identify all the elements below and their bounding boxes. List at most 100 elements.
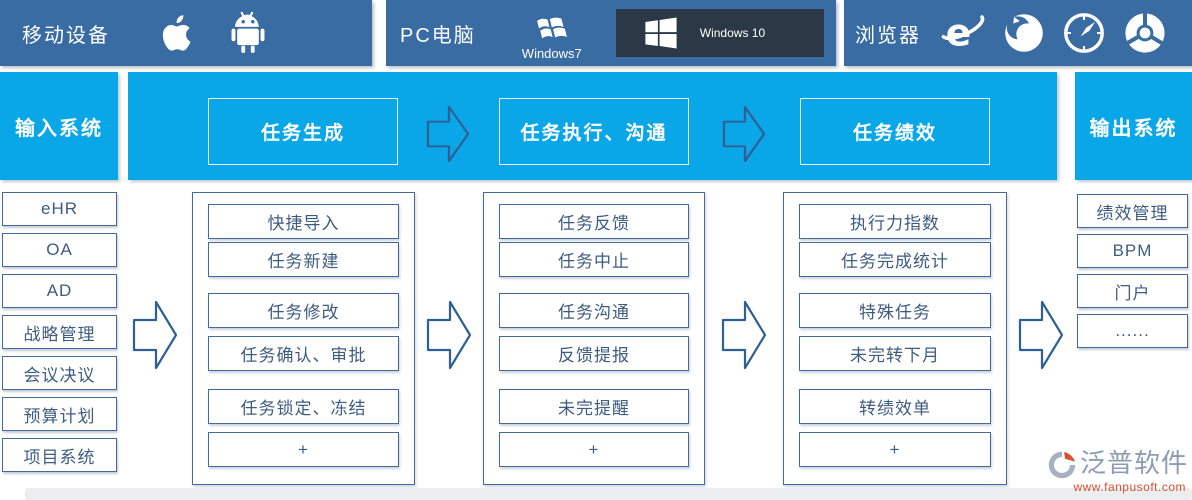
stage-header-task-generation: 任务生成	[208, 98, 398, 165]
stage-column-task-performance: 执行力指数 任务完成统计 特殊任务 未完转下月 转绩效单 +	[783, 192, 1007, 485]
input-item-label: 预算计划	[23, 406, 96, 426]
output-system-list: 绩效管理 BPM 门户 ......	[1077, 194, 1188, 354]
mobile-section: 移动设备	[0, 0, 372, 66]
android-icon	[222, 7, 274, 59]
pc-label: PC电脑	[400, 24, 476, 47]
stage-item-label: 未完转下月	[850, 346, 940, 365]
stage-item-label: +	[889, 439, 901, 459]
input-system-list: eHR OA AD 战略管理 会议决议 预算计划 项目系统	[2, 192, 117, 479]
input-item-label: 会议决议	[23, 365, 96, 385]
stage-item: 反馈提报	[499, 336, 689, 371]
stage-header-task-performance: 任务绩效	[800, 98, 990, 165]
stage-header-task-execution: 任务执行、沟通	[499, 98, 689, 165]
stage-item: 任务新建	[208, 242, 399, 277]
stage-item-label: 任务锁定、冻结	[240, 399, 367, 418]
flow-arrow-icon	[722, 105, 766, 163]
stage-item: 快捷导入	[208, 204, 399, 239]
stage-column-task-generation: 快捷导入 任务新建 任务修改 任务确认、审批 任务锁定、冻结 +	[192, 192, 415, 485]
stage-item-label: 任务修改	[267, 303, 340, 322]
flow-arrow-icon	[426, 105, 470, 163]
windows7-icon	[532, 10, 572, 48]
ie-icon: e	[937, 8, 987, 58]
input-item-label: 项目系统	[23, 447, 96, 467]
stage-item: 任务沟通	[499, 293, 689, 328]
stage-item-label: 特殊任务	[859, 303, 931, 322]
output-system-header-label: 输出系统	[1089, 117, 1178, 140]
output-item-label: 门户	[1114, 283, 1151, 303]
stage-item: 任务锁定、冻结	[208, 389, 399, 424]
input-item-label: 战略管理	[23, 324, 96, 344]
stage-item-label: 任务中止	[558, 252, 630, 271]
windows7-caption: Windows7	[521, 45, 582, 61]
input-system-item: 预算计划	[2, 397, 117, 431]
stage-item-label: 转绩效单	[859, 399, 931, 418]
brand-logo: 泛普软件 www.fanpusoft.com	[1046, 449, 1188, 494]
flow-arrow-icon	[426, 300, 472, 370]
windows7-logo: Windows7	[522, 10, 582, 61]
flow-arrow-icon	[721, 300, 767, 370]
input-system-header-label: 输入系统	[15, 117, 103, 140]
output-system-item: ......	[1077, 314, 1188, 348]
output-item-label: ......	[1115, 321, 1150, 340]
stage-item: 任务确认、审批	[208, 336, 399, 371]
chrome-icon	[1121, 9, 1169, 57]
input-item-label: AD	[46, 281, 73, 300]
stage-item: 任务修改	[208, 293, 399, 328]
browser-section: 浏览器 e	[844, 0, 1192, 66]
footer-band	[25, 488, 1192, 500]
stage-item: 特殊任务	[799, 293, 991, 328]
stage-item-label: 执行力指数	[850, 214, 940, 233]
stage-item-add: +	[499, 432, 689, 467]
input-item-label: OA	[46, 240, 73, 259]
stage-column-task-execution: 任务反馈 任务中止 任务沟通 反馈提报 未完提醒 +	[483, 192, 705, 485]
stage-item-label: +	[588, 439, 600, 459]
windows10-label: Windows 10	[699, 26, 766, 40]
input-system-item: 项目系统	[2, 438, 117, 472]
stage-item-label: 任务沟通	[558, 303, 630, 322]
firefox-icon	[1001, 10, 1047, 56]
input-system-header: 输入系统	[0, 72, 118, 180]
flow-arrow-icon	[132, 300, 178, 370]
input-system-item: 会议决议	[2, 356, 117, 390]
input-system-item: eHR	[2, 192, 117, 226]
windows10-icon	[644, 16, 678, 50]
stage-item-label: 快捷导入	[267, 214, 340, 233]
output-system-item: BPM	[1077, 234, 1188, 268]
brand-logo-icon	[1046, 449, 1078, 483]
stage-item: 执行力指数	[799, 204, 991, 239]
stage-header-label: 任务绩效	[852, 123, 937, 144]
stage-item-label: 反馈提报	[558, 346, 630, 365]
stage-item-add: +	[799, 432, 991, 467]
stage-header-label: 任务执行、沟通	[520, 123, 668, 144]
apple-icon	[154, 10, 200, 56]
flow-arrow-icon	[1018, 300, 1064, 370]
output-item-label: 绩效管理	[1096, 203, 1169, 223]
input-system-item: AD	[2, 274, 117, 308]
flow-stages-band	[128, 72, 1057, 180]
stage-item: 未完提醒	[499, 389, 689, 424]
input-item-label: eHR	[40, 199, 78, 218]
browser-label: 浏览器	[855, 24, 921, 47]
stage-item-label: 未完提醒	[558, 399, 630, 418]
stage-item: 未完转下月	[799, 336, 991, 371]
stage-item: 任务反馈	[499, 204, 689, 239]
stage-item-add: +	[208, 432, 399, 467]
stage-item-label: 任务新建	[267, 252, 340, 271]
stage-item: 任务中止	[499, 242, 689, 277]
brand-row: 泛普软件	[1046, 449, 1188, 483]
brand-name: 泛普软件	[1079, 448, 1188, 478]
output-item-label: BPM	[1112, 241, 1153, 260]
stage-item-label: 任务完成统计	[841, 252, 949, 271]
pc-section: PC电脑 Windows7 Windows 10	[386, 0, 836, 66]
stage-item: 转绩效单	[799, 389, 991, 424]
brand-url-link[interactable]: www.fanpusoft.com	[1073, 480, 1186, 494]
output-system-header: 输出系统	[1075, 72, 1192, 180]
output-system-item: 绩效管理	[1077, 194, 1188, 228]
safari-icon	[1061, 10, 1107, 56]
input-system-item: OA	[2, 233, 117, 267]
stage-header-label: 任务生成	[260, 123, 345, 144]
input-system-item: 战略管理	[2, 315, 117, 349]
stage-item-label: +	[298, 439, 309, 459]
stage-item-label: 任务确认、审批	[240, 346, 367, 365]
